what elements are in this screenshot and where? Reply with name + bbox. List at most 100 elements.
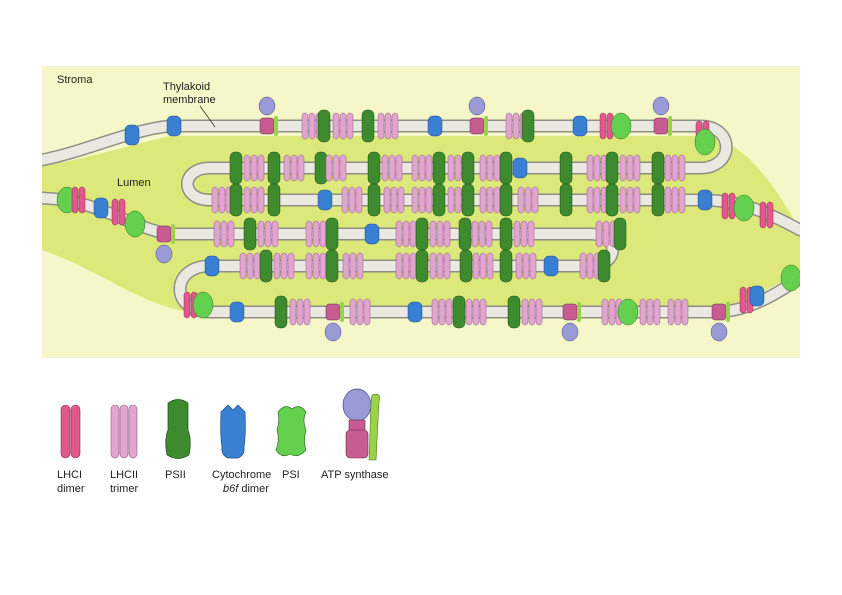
legend-lhcii-line1: LHCII	[110, 469, 138, 481]
lhcii-trimer	[436, 220, 444, 248]
psii-complex	[432, 151, 446, 185]
cytochrome-b6f-dimer	[427, 115, 443, 137]
psii-complex	[452, 295, 466, 329]
legend-item-psii: PSII	[165, 399, 191, 481]
lhcii-trimer	[646, 298, 654, 326]
lhcii-trimer	[395, 154, 403, 182]
psi-complex	[610, 112, 632, 140]
lhcii-trimer	[297, 154, 305, 182]
lhcii-trimer	[579, 252, 587, 280]
psii-complex	[521, 109, 535, 143]
psii-complex	[458, 217, 472, 251]
psii-complex	[267, 151, 281, 185]
lhcii-trimer	[211, 186, 219, 214]
lhcii-trimer	[593, 154, 601, 182]
psii-complex	[559, 151, 573, 185]
atp-synthase-head-legend-icon	[342, 388, 372, 422]
lhcii-trimer	[346, 112, 354, 140]
lumen-label: Lumen	[117, 177, 151, 189]
lhci-dimer	[71, 186, 79, 214]
psii-complex	[613, 217, 627, 251]
legend-lhcii-line2: trimer	[110, 483, 138, 495]
legend-item-atp: ATP synthase	[321, 388, 388, 481]
legend-cytb6f-rest: dimer	[238, 483, 269, 495]
atp-synthase-head	[468, 96, 486, 116]
lhcii-trimer	[527, 220, 535, 248]
cytochrome-b6f-dimer	[229, 301, 245, 323]
lhcii-trimer	[332, 112, 340, 140]
atp-synthase-head	[155, 244, 173, 264]
lhcii-trimer	[528, 298, 536, 326]
psii-complex	[651, 183, 665, 217]
atp-synthase-base	[259, 117, 275, 135]
psii-complex	[459, 249, 473, 283]
lhcii-trimer	[308, 112, 316, 140]
psii-complex	[461, 183, 475, 217]
lhcii-trimer	[243, 154, 251, 182]
lhcii-trimer	[472, 298, 480, 326]
legend-item-lhci: LHCI dimer	[57, 404, 85, 495]
legend-cytb6f-italic: b6f	[223, 483, 239, 495]
psii-complex	[361, 109, 375, 143]
legend-item-cytb6f: Cytochrome b6f dimer	[212, 404, 271, 495]
lhcii-trimer	[411, 154, 419, 182]
lhcii-trimer	[303, 298, 311, 326]
lhcii-trimer	[264, 220, 272, 248]
lhcii-trimer	[349, 298, 357, 326]
legend-item-psi: PSI	[275, 406, 307, 481]
lhcii-trimer	[438, 298, 446, 326]
lhcii-trimer	[391, 112, 399, 140]
lhcii-trimer	[409, 252, 417, 280]
lhcii-trimer	[339, 154, 347, 182]
lhcii-trimer	[395, 252, 403, 280]
lhcii-trimer	[443, 220, 451, 248]
psii-complex	[314, 151, 328, 185]
lhcii-legend-icon-b	[119, 404, 129, 459]
thylakoid-membrane-label-line2: membrane	[163, 94, 216, 106]
lhcii-trimer	[664, 186, 672, 214]
cytochrome-b6f-dimer	[166, 115, 182, 137]
psii-complex	[605, 151, 619, 185]
lhcii-trimer	[246, 252, 254, 280]
lhcii-trimer	[471, 220, 479, 248]
psi-complex	[733, 194, 755, 222]
lhcii-trimer	[674, 298, 682, 326]
lhcii-trimer	[681, 298, 689, 326]
lhcii-trimer	[595, 220, 603, 248]
lhcii-trimer	[301, 112, 309, 140]
atp-synthase-green-stalk	[274, 116, 278, 136]
atp-synthase-head	[258, 96, 276, 116]
lhcii-trimer	[257, 154, 265, 182]
cytochrome-b6f-dimer	[572, 115, 588, 137]
lhci-dimer	[766, 201, 774, 229]
lhcii-trimer	[479, 154, 487, 182]
psii-complex	[507, 295, 521, 329]
psi-complex	[694, 128, 716, 156]
lhcii-trimer	[515, 252, 523, 280]
cytochrome-b6f-dimer	[317, 189, 333, 211]
lhci-legend-icon	[60, 404, 71, 459]
lhcii-trimer	[485, 220, 493, 248]
lhcii-trimer	[465, 298, 473, 326]
atp-synthase-head	[652, 96, 670, 116]
lhcii-trimer	[418, 186, 426, 214]
lhcii-trimer	[213, 220, 221, 248]
psii-complex	[229, 183, 243, 217]
lhcii-trimer	[339, 112, 347, 140]
cytochrome-b6f-dimer	[407, 301, 423, 323]
lhcii-trimer	[678, 154, 686, 182]
lhcii-trimer	[486, 154, 494, 182]
lhcii-trimer	[312, 220, 320, 248]
thylakoid-membrane-pointer	[199, 105, 216, 128]
lhcii-trimer	[227, 220, 235, 248]
lhci-dimer	[721, 192, 729, 220]
lhcii-trimer	[411, 186, 419, 214]
psii-complex	[267, 183, 281, 217]
atp-synthase-base	[469, 117, 485, 135]
psii-complex	[243, 217, 257, 251]
legend-psii-label: PSII	[165, 469, 186, 481]
lhcii-trimer	[319, 252, 327, 280]
lhcii-trimer	[397, 186, 405, 214]
lhcii-legend-icon-c	[128, 404, 138, 459]
lhcii-trimer	[425, 154, 433, 182]
